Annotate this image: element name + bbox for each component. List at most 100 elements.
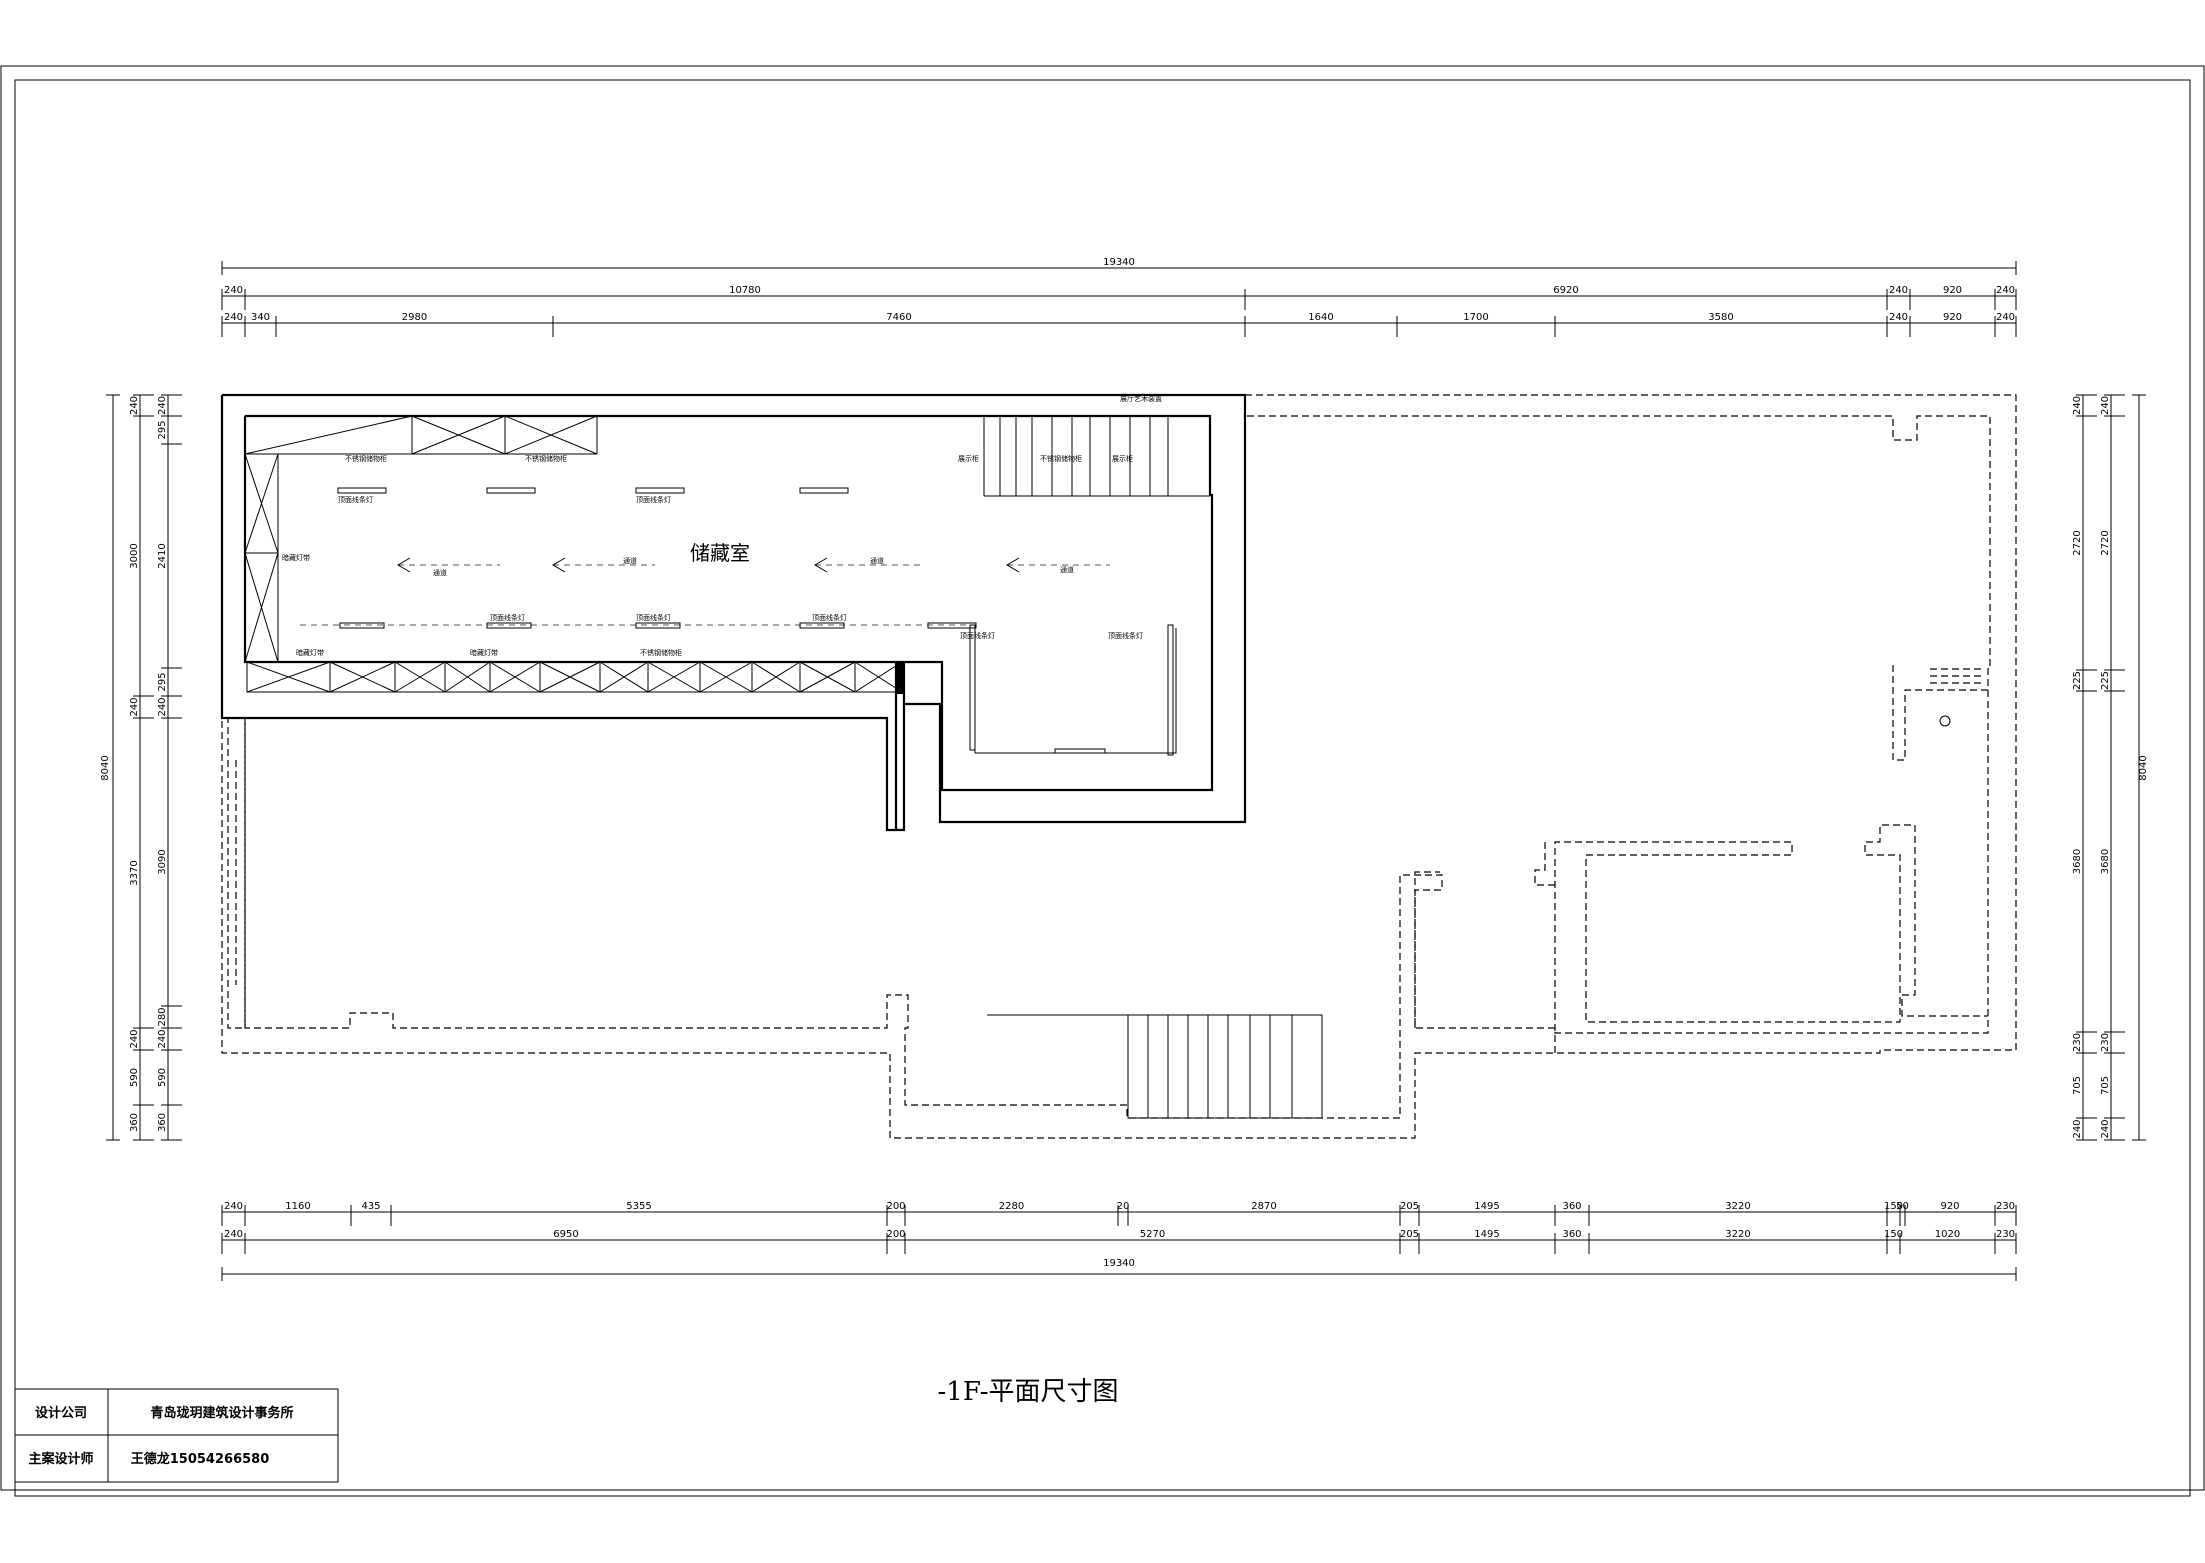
title-block-label-company: 设计公司 (35, 1405, 87, 1421)
dimension-value: 295 (157, 420, 168, 439)
dimension-value: 1495 (1474, 1201, 1499, 1212)
existing-outline (221, 394, 2017, 1139)
dimension-value: 240 (1996, 285, 2015, 296)
shelf-module-line (394, 661, 446, 693)
outer-frame (0, 65, 2205, 1491)
dimension-value: 240 (224, 1229, 243, 1240)
dimension-value: 240 (157, 697, 168, 716)
dimension-value: 2410 (157, 543, 168, 568)
bottom-shelf (246, 661, 903, 693)
dimension-value: 360 (157, 1113, 168, 1132)
dimension-value: 240 (129, 396, 140, 415)
dimension-value: 435 (361, 1201, 380, 1212)
label-light-4: 顶面线条灯 (636, 613, 671, 622)
dimension-value: 5355 (626, 1201, 651, 1212)
dimension-value: 360 (129, 1113, 140, 1132)
label-cabinet-4: 不锈钢储物柜 (640, 648, 682, 657)
dimension-value: 1020 (1935, 1229, 1960, 1240)
dimension-value: 240 (129, 1029, 140, 1048)
shelf-module-line (751, 661, 801, 693)
dimension-value: 240 (2100, 1119, 2111, 1138)
shelf-module-line (444, 661, 491, 693)
label-led-2: 暗藏灯带 (296, 648, 324, 657)
dimension-value: 360 (1562, 1229, 1581, 1240)
label-light-1: 顶面线条灯 (338, 495, 373, 504)
dimension-value: 920 (1943, 312, 1962, 323)
dimension-value: 6920 (1553, 285, 1578, 296)
dimension-value: 230 (2072, 1033, 2083, 1052)
label-light-7: 顶面线条灯 (1108, 631, 1143, 640)
dimension-value: 240 (224, 312, 243, 323)
dimension-value: 240 (129, 697, 140, 716)
inner-frame (14, 79, 2191, 1497)
drawing-title: -1F-平面尺寸图 (938, 1377, 1119, 1407)
dimension-value: 240 (1889, 285, 1908, 296)
shelf-module-line (329, 661, 396, 693)
storage-fixtures (300, 487, 1177, 756)
dimension-value: 1640 (1308, 312, 1333, 323)
shelf-module-line (246, 661, 331, 693)
dimension-value: 2870 (1251, 1201, 1276, 1212)
dimension-value: 590 (129, 1068, 140, 1087)
label-light-3: 顶面线条灯 (490, 613, 525, 622)
shelf-module-line (799, 661, 856, 693)
dimension-value: 1160 (285, 1201, 310, 1212)
label-cabinet-2: 不锈钢储物柜 (525, 454, 567, 463)
dimension-value: 3680 (2072, 849, 2083, 874)
dimension-value: 230 (1996, 1201, 2015, 1212)
dimension-value: 240 (1889, 312, 1908, 323)
dimension-value: 240 (2100, 396, 2111, 415)
label-cabinet-1: 不锈钢储物柜 (345, 454, 387, 463)
dimension-value: 2720 (2100, 530, 2111, 555)
dimension-value: 50 (1896, 1201, 1909, 1212)
dimension-value: 205 (1400, 1229, 1419, 1240)
shelf-module-line (647, 661, 701, 693)
bottom-total-dim: 19340 (1103, 1258, 1135, 1269)
staircase-upper (999, 416, 1169, 496)
shelf-module-line (539, 661, 601, 693)
room-name-storage: 储藏室 (690, 541, 750, 565)
dimension-value: 7460 (886, 312, 911, 323)
dimension-value: 240 (224, 285, 243, 296)
dimension-value: 1495 (1474, 1229, 1499, 1240)
dimension-value: 240 (1996, 312, 2015, 323)
dimension-value: 1700 (1463, 312, 1488, 323)
dimension-value: 240 (2072, 1119, 2083, 1138)
title-block-value-designer: 王德龙15054266580 (131, 1451, 270, 1467)
dimension-value: 920 (1943, 285, 1962, 296)
label-light-6: 顶面线条灯 (960, 631, 995, 640)
dimension-value: 10780 (729, 285, 761, 296)
top-total-dim: 19340 (1103, 257, 1135, 268)
dimension-value: 340 (251, 312, 270, 323)
dimension-value: 3580 (1708, 312, 1733, 323)
label-display-2: 展示柜 (1112, 454, 1133, 463)
dimension-value: 2280 (999, 1201, 1024, 1212)
dimension-value: 3000 (129, 543, 140, 568)
dimension-value: 3220 (1725, 1229, 1750, 1240)
dimension-value: 240 (157, 396, 168, 415)
title-block-value-company: 青岛珑玥建筑设计事务所 (150, 1405, 293, 1421)
dimension-value: 280 (157, 1007, 168, 1026)
label-aisle-4: 通道 (1060, 565, 1074, 574)
dimension-value: 240 (224, 1201, 243, 1212)
label-cabinet-3: 不锈钢储物柜 (1040, 454, 1082, 463)
label-aisle-1: 通道 (433, 568, 447, 577)
dimension-value: 920 (1940, 1201, 1959, 1212)
dimension-value: 240 (157, 1029, 168, 1048)
right-total-dim: 8040 (2138, 755, 2149, 780)
dimension-value: 5270 (1140, 1229, 1165, 1240)
dimension-value: 705 (2072, 1076, 2083, 1095)
dimension-value: 2720 (2072, 530, 2083, 555)
dimension-value: 360 (1562, 1201, 1581, 1212)
left-total-dim: 8040 (100, 755, 111, 780)
dimension-value: 230 (2100, 1033, 2111, 1052)
label-aisle-3: 通道 (870, 556, 884, 565)
dimension-value: 705 (2100, 1076, 2111, 1095)
label-display-1: 展示柜 (958, 454, 979, 463)
dimension-value: 3370 (129, 860, 140, 885)
dimension-value: 2980 (402, 312, 427, 323)
label-light-2: 顶面线条灯 (636, 495, 671, 504)
dimension-value: 3090 (157, 849, 168, 874)
dimension-value: 230 (1996, 1229, 2015, 1240)
shelf-module-line (599, 661, 649, 693)
